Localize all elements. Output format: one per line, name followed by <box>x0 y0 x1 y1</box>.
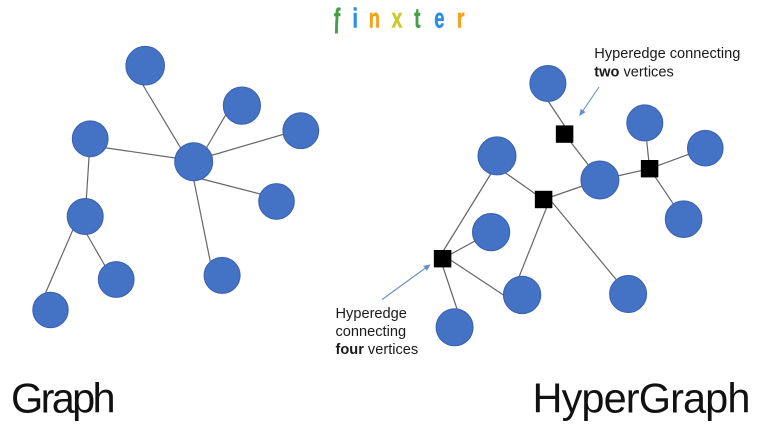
svg-text:HyperGraph: HyperGraph <box>533 375 750 422</box>
svg-text:e: e <box>434 4 444 35</box>
svg-text:Hyperedge connecting: Hyperedge connecting <box>594 46 740 62</box>
svg-text:x: x <box>392 3 403 34</box>
svg-text:connecting: connecting <box>336 324 407 340</box>
svg-text:t: t <box>414 4 420 35</box>
svg-text:two vertices: two vertices <box>594 64 673 80</box>
svg-text:r: r <box>457 3 465 34</box>
svg-text:Graph: Graph <box>11 375 113 422</box>
svg-text:i: i <box>353 3 358 34</box>
svg-text:ƒ: ƒ <box>331 3 344 35</box>
svg-text:four vertices: four vertices <box>336 342 419 358</box>
svg-text:Hyperedge: Hyperedge <box>336 306 407 322</box>
svg-text:n: n <box>369 4 380 35</box>
